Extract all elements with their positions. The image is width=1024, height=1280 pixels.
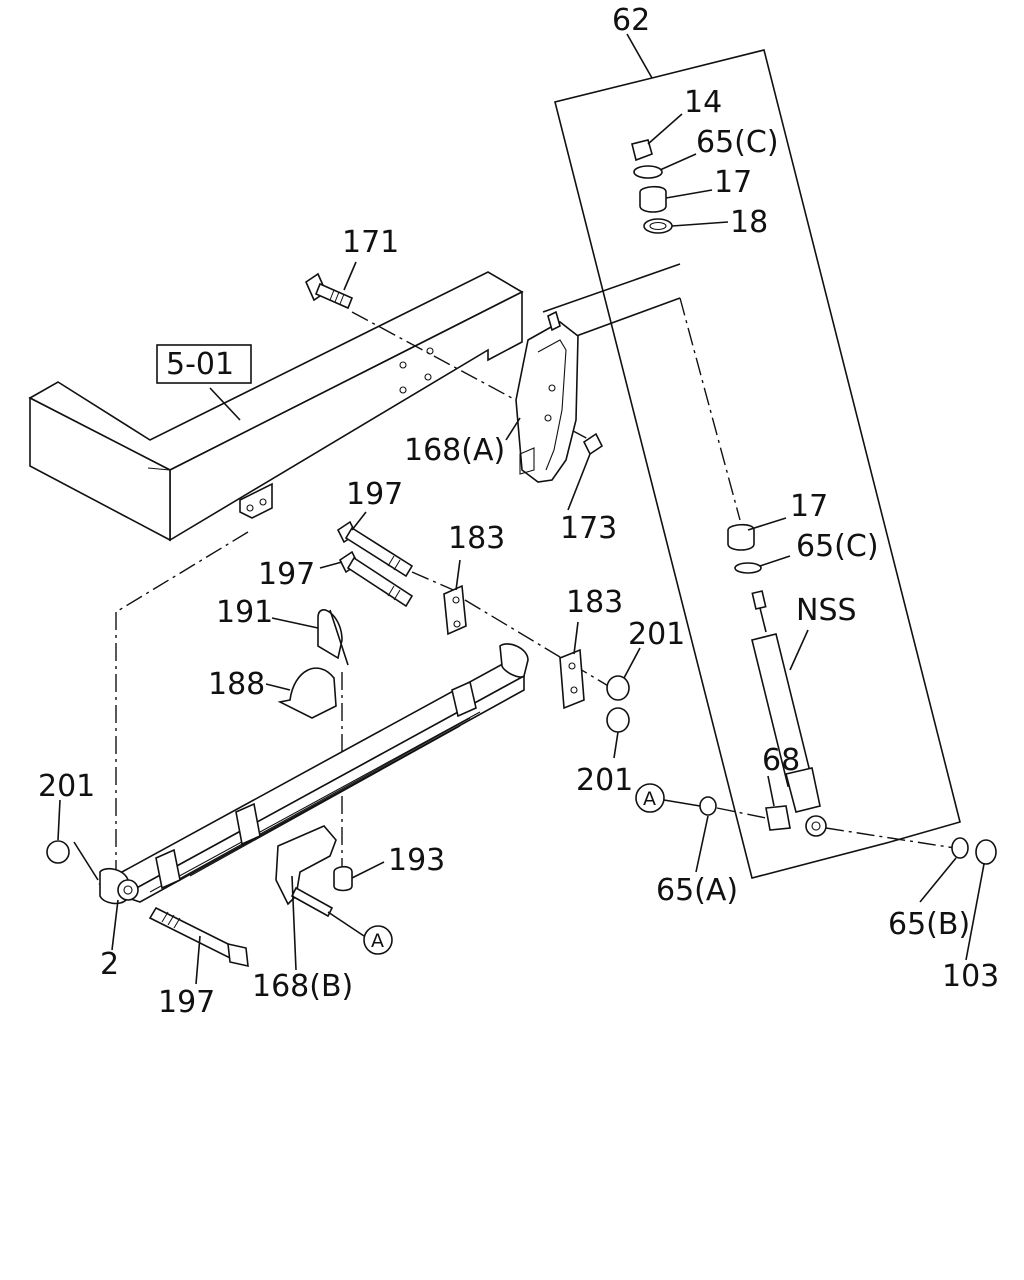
label-2: 2 xyxy=(100,947,119,982)
label-197-c: 197 xyxy=(158,985,215,1020)
label-65c-top: 65(C) xyxy=(696,125,779,160)
label-191: 191 xyxy=(216,595,273,630)
label-14: 14 xyxy=(684,85,722,120)
label-62: 62 xyxy=(612,3,650,38)
label-201-c: 201 xyxy=(38,769,95,804)
label-17-mid: 17 xyxy=(790,489,828,524)
tip-circle-a xyxy=(363,925,393,955)
callouts: 62 14 65(C) 17 18 171 5-01 168(A) 173 19… xyxy=(38,3,999,1020)
label-a-ref: A xyxy=(643,788,656,810)
label-65a: 65(A) xyxy=(656,873,738,908)
lower-bracket xyxy=(275,825,337,918)
shackle-plates xyxy=(443,584,585,710)
label-168b: 168(B) xyxy=(252,969,353,1004)
top-stack xyxy=(631,139,673,234)
label-103: 103 xyxy=(942,959,999,994)
ref-circle-a xyxy=(635,783,665,813)
label-171: 171 xyxy=(342,225,399,260)
label-18: 18 xyxy=(730,205,768,240)
frame-rail xyxy=(28,271,524,542)
label-197-b: 197 xyxy=(258,557,315,592)
label-173: 173 xyxy=(560,511,617,546)
label-193: 193 xyxy=(388,843,445,878)
label-5-01: 5-01 xyxy=(166,347,234,382)
nut-193 xyxy=(333,865,353,892)
label-183-a: 183 xyxy=(448,521,505,556)
label-188: 188 xyxy=(208,667,265,702)
bolt-171 xyxy=(304,272,354,310)
label-197-a: 197 xyxy=(346,477,403,512)
label-68: 68 xyxy=(762,743,800,778)
upper-bolts xyxy=(336,520,414,608)
spring-pad xyxy=(277,667,337,719)
lower-bolt xyxy=(148,906,249,968)
mid-stack xyxy=(727,523,762,574)
lower-mount-parts xyxy=(699,796,997,865)
label-183-b: 183 xyxy=(566,585,623,620)
label-65b: 65(B) xyxy=(888,907,970,942)
label-nss: NSS xyxy=(796,593,857,628)
ref-box-5-01 xyxy=(156,344,252,384)
shock-absorber xyxy=(751,590,827,837)
leaf-spring xyxy=(98,643,529,905)
label-168a: 168(A) xyxy=(404,433,505,468)
label-a-tip: A xyxy=(371,930,384,952)
upper-bracket xyxy=(515,310,604,483)
leader-lines xyxy=(57,33,985,985)
kit-62-outline xyxy=(554,49,961,879)
label-65c-mid: 65(C) xyxy=(796,529,879,564)
label-201-a: 201 xyxy=(628,617,685,652)
label-17-top: 17 xyxy=(714,165,752,200)
u-bolt xyxy=(317,609,349,666)
label-201-b: 201 xyxy=(576,763,633,798)
